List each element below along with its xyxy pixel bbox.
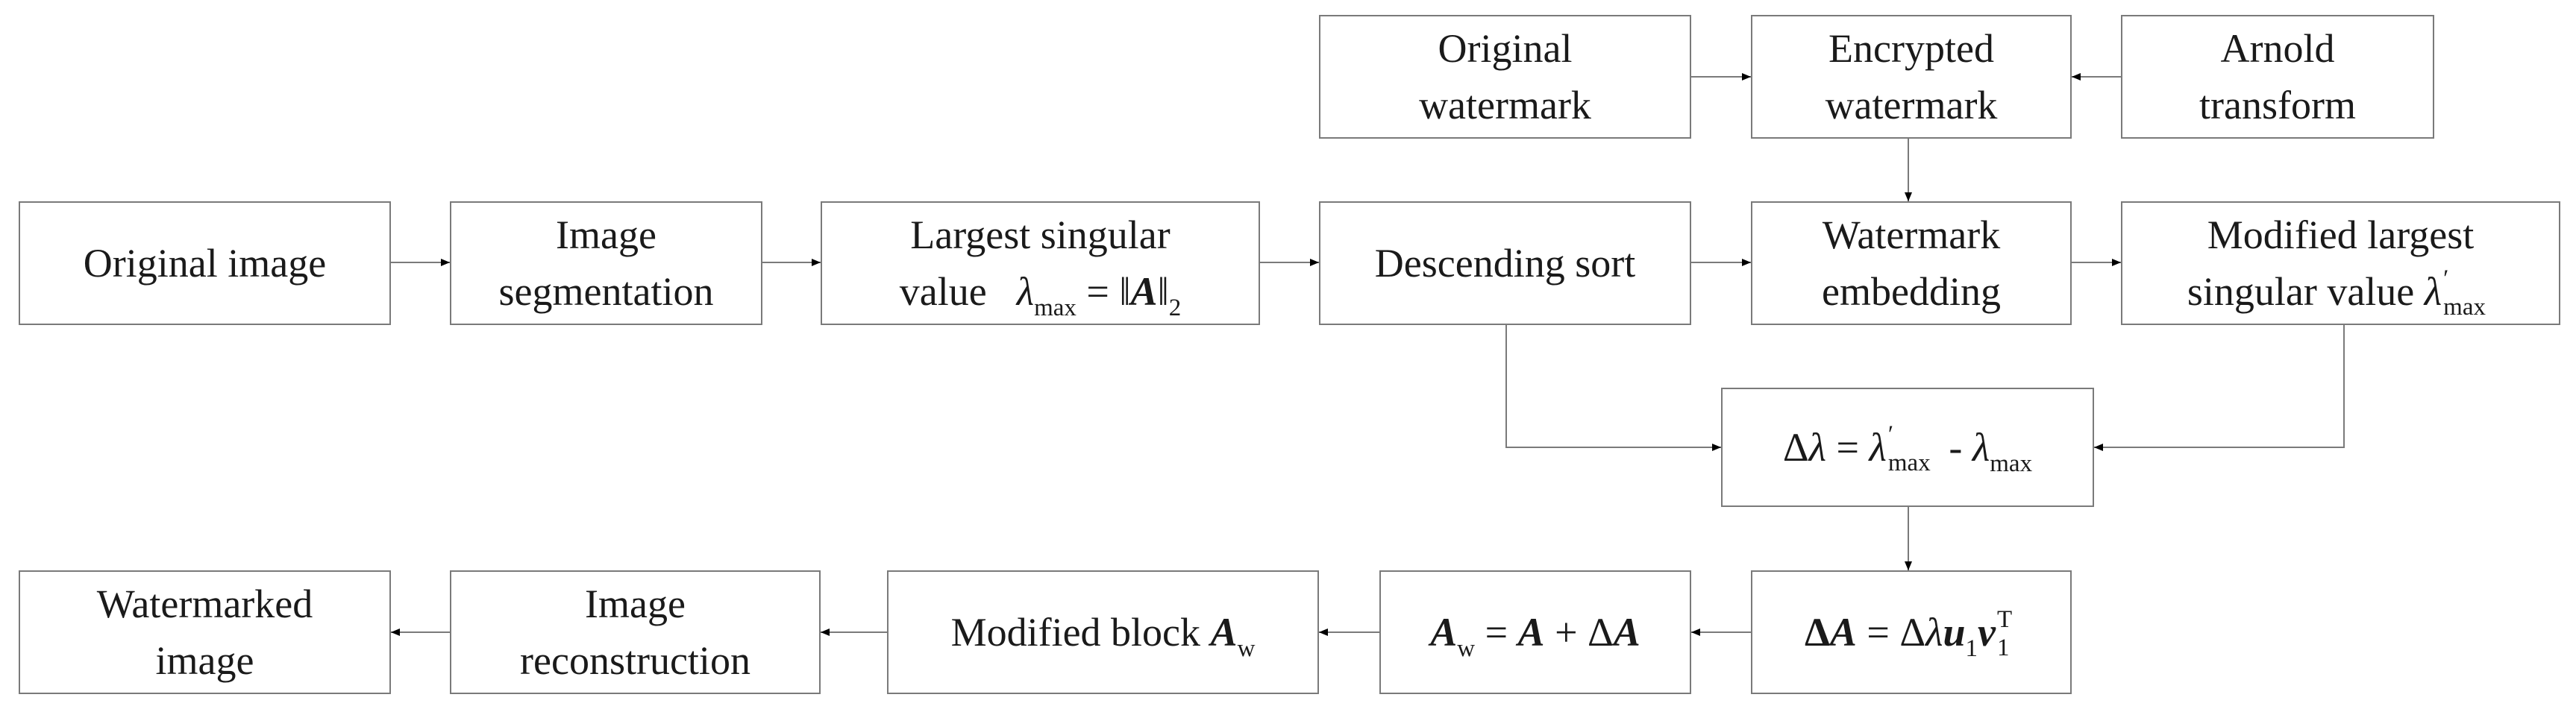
modified-largest-singular-value-box: Modified largest singular value λ′max	[2121, 201, 2560, 325]
prime-mark: ′	[2443, 265, 2449, 292]
max-subscript: max	[2443, 294, 2486, 321]
u-subscript: 1	[1965, 635, 1978, 662]
w-subscript: w	[1237, 635, 1256, 662]
image-reconstruction-line1: Image	[585, 582, 686, 626]
delta-symbol: Δ	[1782, 425, 1809, 470]
modified-largest-line1: Modified largest	[2207, 212, 2475, 257]
modified-block-text: Modified block	[950, 610, 1201, 655]
aw-equation-formula: Aw = A + ΔA	[1430, 604, 1640, 661]
original-watermark-line1: Original	[1438, 26, 1573, 71]
lambda-symbol: λ	[1016, 269, 1035, 314]
norm-left-bar: ‖	[1119, 269, 1131, 314]
largest-singular-value-line1: Largest singular	[910, 212, 1171, 257]
original-watermark-box: Original watermark	[1319, 15, 1691, 139]
image-segmentation-box: Image segmentation	[450, 201, 762, 325]
matrix-a-symbol-2: A	[1517, 610, 1545, 655]
largest-value-word: value	[899, 269, 987, 314]
lambda-symbol: λ	[1808, 425, 1827, 470]
aw-equation-box: Aw = A + ΔA	[1379, 570, 1691, 694]
max-subscript-2: max	[1990, 450, 2033, 477]
prime-mark: ′	[1887, 421, 1894, 448]
image-reconstruction-line2: reconstruction	[520, 638, 750, 683]
watermark-embedding-line2: embedding	[1822, 269, 2001, 314]
norm-right-bar: ‖	[1157, 269, 1169, 314]
equals-sign: =	[1485, 610, 1508, 655]
arnold-transform-line1: Arnold	[2220, 26, 2335, 71]
plus-sign: +	[1555, 610, 1578, 655]
matrix-a-symbol: A	[1130, 269, 1158, 314]
encrypted-watermark-box: Encrypted watermark	[1751, 15, 2072, 139]
modified-largest-line2: singular value λ′max	[2187, 263, 2494, 320]
arnold-transform-box: Arnold transform	[2121, 15, 2434, 139]
watermark-embedding-box: Watermark embedding	[1751, 201, 2072, 325]
singular-value-text: singular value	[2187, 269, 2415, 314]
matrix-a-symbol-3: A	[1613, 610, 1640, 655]
watermarked-image-box: Watermarked image	[19, 570, 391, 694]
lambda-max-subscript: max	[1034, 294, 1077, 321]
watermarked-image-line2: image	[155, 638, 254, 683]
modified-block-formula: Modified block Aw	[951, 604, 1256, 661]
arrow-modified-to-delta-lambda	[2094, 325, 2345, 451]
matrix-a-symbol: A	[1210, 610, 1238, 655]
image-reconstruction-box: Image reconstruction	[450, 570, 821, 694]
encrypted-watermark-line2: watermark	[1825, 83, 1998, 127]
image-segmentation-line1: Image	[556, 212, 656, 257]
delta-symbol: Δ	[1805, 610, 1830, 655]
watermarked-image-line1: Watermarked	[96, 582, 313, 626]
v-subscript: 1	[1997, 634, 2010, 661]
delta-lambda-formula: Δλ = λ′max - λmax	[1783, 419, 2032, 476]
modified-block-box: Modified block Aw	[887, 570, 1319, 694]
arnold-transform-line2: transform	[2199, 83, 2356, 127]
lambda-prime-symbol: λ	[2424, 269, 2442, 314]
image-segmentation-line2: segmentation	[498, 269, 714, 314]
minus-sign: -	[1949, 425, 1963, 470]
lambda-prime-symbol: λ	[1869, 425, 1887, 470]
equals-sign: =	[1086, 269, 1109, 314]
max-subscript: max	[1887, 450, 1931, 476]
w-subscript: w	[1457, 635, 1476, 662]
encrypted-watermark-line1: Encrypted	[1828, 26, 1994, 71]
watermark-embedding-line1: Watermark	[1822, 212, 2001, 257]
norm-2-subscript: 2	[1168, 294, 1182, 321]
original-image-label: Original image	[83, 241, 327, 286]
lambda-max-symbol: λ	[1972, 425, 1990, 470]
descending-sort-box: Descending sort	[1319, 201, 1691, 325]
matrix-a-symbol: A	[1829, 610, 1857, 655]
original-image-box: Original image	[19, 201, 391, 325]
equals-sign: =	[1836, 425, 1859, 470]
matrix-a-symbol: A	[1430, 610, 1458, 655]
arrow-sort-to-delta-lambda	[1505, 325, 1721, 451]
original-watermark-line2: watermark	[1419, 83, 1591, 127]
delta-symbol-2: Δ	[1899, 610, 1926, 655]
delta-symbol: Δ	[1588, 610, 1614, 655]
v-vector-symbol: v	[1978, 610, 1996, 655]
equals-sign: =	[1867, 610, 1890, 655]
transpose-superscript: T	[1997, 606, 2013, 633]
u-vector-symbol: u	[1943, 610, 1966, 655]
delta-lambda-box: Δλ = λ′max - λmax	[1721, 388, 2094, 507]
descending-sort-label: Descending sort	[1374, 241, 1636, 286]
lambda-symbol: λ	[1925, 610, 1943, 655]
